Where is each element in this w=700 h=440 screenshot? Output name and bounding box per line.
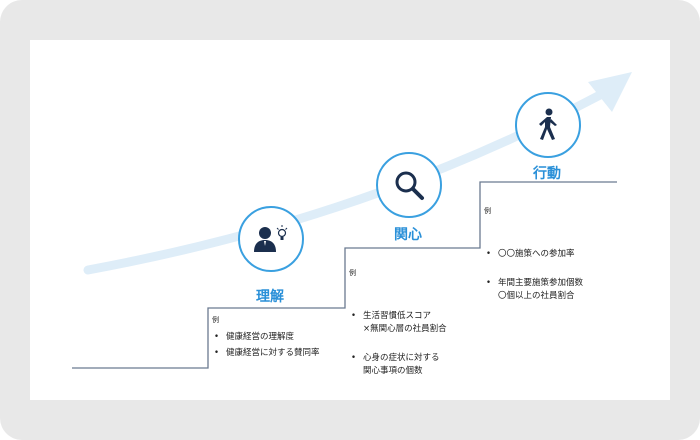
example-item: 健康経営に対する賛同率 bbox=[212, 347, 320, 360]
example-interest: 例 生活習慣低スコア ×無関心層の社員割合 心身の症状に対する 関心事項の個数 bbox=[349, 254, 447, 407]
stage-circle-interest bbox=[376, 152, 442, 218]
example-label: 例 bbox=[484, 207, 491, 215]
example-label: 例 bbox=[212, 316, 219, 324]
magnifier-icon bbox=[395, 171, 424, 200]
stage-circle-understanding bbox=[238, 206, 304, 272]
example-item: 年間主要施策参加個数 〇個以上の社員割合 bbox=[484, 277, 583, 303]
stage-label-understanding: 理解 bbox=[256, 289, 284, 305]
example-item: 健康経営の理解度 bbox=[212, 331, 320, 344]
example-understanding: 例 健康経営の理解度 健康経営に対する賛同率 bbox=[212, 314, 320, 363]
example-item: 生活習慣低スコア ×無関心層の社員割合 bbox=[349, 310, 447, 336]
example-item: 〇〇施策への参加率 bbox=[484, 248, 583, 261]
stage-label-action: 行動 bbox=[533, 166, 561, 182]
growth-arrowhead bbox=[588, 72, 632, 112]
example-action: 例 〇〇施策への参加率 年間主要施策参加個数 〇個以上の社員割合 bbox=[484, 192, 583, 332]
example-label: 例 bbox=[349, 269, 356, 277]
example-item: 心身の症状に対する 関心事項の個数 bbox=[349, 352, 447, 378]
stairs-line bbox=[72, 181, 617, 369]
stage-label-interest: 関心 bbox=[394, 227, 422, 243]
person-lightbulb-icon bbox=[254, 225, 288, 252]
stage-circle-action bbox=[515, 92, 581, 158]
walking-person-icon bbox=[539, 108, 557, 140]
